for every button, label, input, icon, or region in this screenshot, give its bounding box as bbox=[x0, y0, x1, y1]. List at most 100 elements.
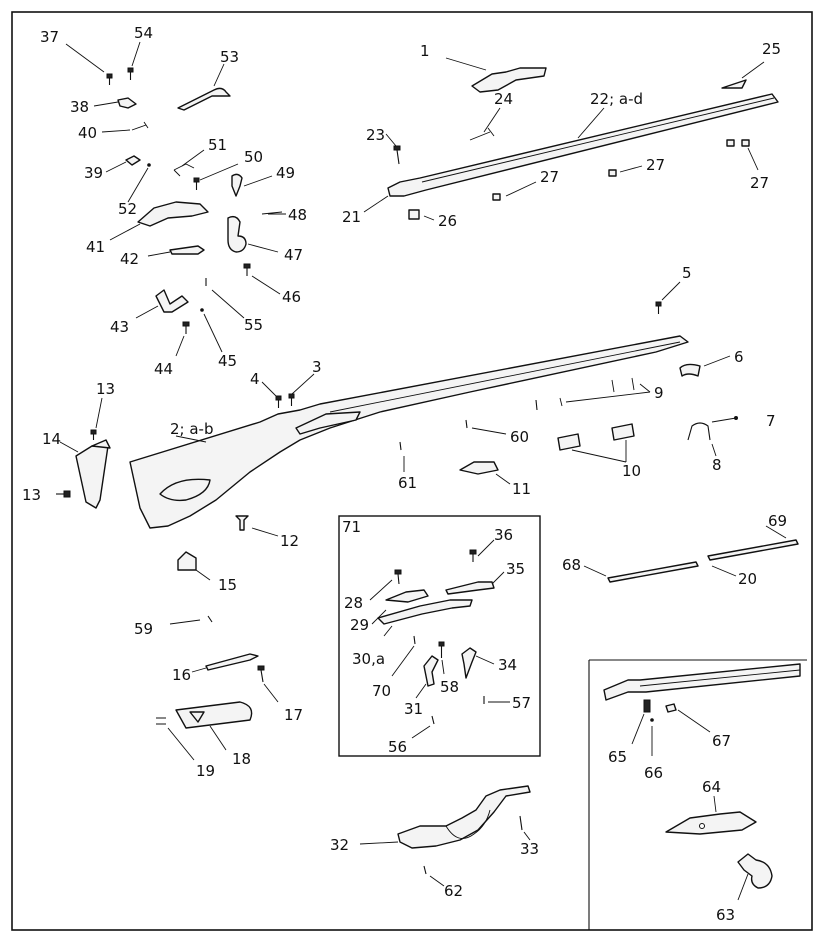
label-15: 15 bbox=[218, 576, 237, 594]
outer-frame bbox=[11, 11, 813, 931]
part-27-lug-d bbox=[741, 139, 750, 147]
screw-23 bbox=[393, 145, 401, 165]
part-2-stock bbox=[129, 335, 689, 529]
part-56-pin bbox=[431, 715, 435, 725]
label-11: 11 bbox=[512, 480, 531, 498]
part-number-labels: 37 54 53 38 40 39 51 50 49 52 48 41 42 4… bbox=[22, 24, 787, 924]
label-37: 37 bbox=[40, 28, 59, 46]
label-1: 1 bbox=[420, 42, 430, 60]
label-20: 20 bbox=[738, 570, 757, 588]
part-41-lockplate bbox=[137, 201, 209, 227]
label-64: 64 bbox=[702, 778, 721, 796]
label-40: 40 bbox=[78, 124, 97, 142]
screw-46 bbox=[243, 263, 251, 276]
label-50: 50 bbox=[244, 148, 263, 166]
part-33-pin bbox=[519, 815, 523, 831]
inset-box-detail bbox=[588, 659, 807, 930]
label-39: 39 bbox=[84, 164, 103, 182]
screw-17 bbox=[257, 665, 265, 683]
part-60-pin bbox=[535, 399, 538, 411]
part-67-screw bbox=[665, 703, 677, 713]
part-16-ramrod-tip bbox=[205, 653, 259, 671]
label-56: 56 bbox=[388, 738, 407, 756]
part-34-trigger bbox=[461, 647, 477, 679]
part-38-bridle bbox=[117, 97, 137, 109]
label-52: 52 bbox=[118, 200, 137, 218]
part-27-lug-b bbox=[608, 169, 617, 177]
screw-44 bbox=[182, 321, 190, 334]
label-54: 54 bbox=[134, 24, 153, 42]
label-19: 19 bbox=[196, 762, 215, 780]
part-40-pin bbox=[131, 121, 149, 131]
label-48: 48 bbox=[288, 206, 307, 224]
label-34: 34 bbox=[498, 656, 517, 674]
label-23: 23 bbox=[366, 126, 385, 144]
label-5: 5 bbox=[682, 264, 692, 282]
part-48 bbox=[261, 211, 283, 215]
label-28: 28 bbox=[344, 594, 363, 612]
part-62-pin bbox=[423, 865, 427, 875]
label-2: 2; a-b bbox=[170, 420, 214, 438]
label-12: 12 bbox=[280, 532, 299, 550]
part-15-escutcheon bbox=[177, 551, 197, 571]
part-14-buttplate bbox=[75, 445, 109, 509]
label-55: 55 bbox=[244, 316, 263, 334]
part-63-hammer bbox=[737, 853, 773, 889]
label-27-c: 27 bbox=[750, 174, 769, 192]
label-47: 47 bbox=[284, 246, 303, 264]
stock-channel bbox=[329, 341, 681, 413]
label-29: 29 bbox=[350, 616, 369, 634]
label-63: 63 bbox=[716, 906, 735, 924]
part-19-nails bbox=[156, 717, 166, 725]
label-43: 43 bbox=[110, 318, 129, 336]
leader-lines-lock bbox=[65, 41, 286, 357]
part-42-spring bbox=[169, 245, 205, 255]
screw-58 bbox=[438, 641, 445, 658]
label-51: 51 bbox=[208, 136, 227, 154]
barrel-rib bbox=[421, 97, 775, 183]
part-27-lug-a bbox=[492, 193, 501, 201]
detail-barrel-breech bbox=[603, 663, 801, 701]
label-8: 8 bbox=[712, 456, 722, 474]
screw-28 bbox=[394, 569, 402, 585]
label-13-top: 13 bbox=[96, 380, 115, 398]
part-7-pin bbox=[711, 417, 737, 423]
label-13-side: 13 bbox=[22, 486, 41, 504]
part-66 bbox=[650, 718, 654, 722]
part-53-spring bbox=[177, 87, 231, 111]
label-35: 35 bbox=[506, 560, 525, 578]
part-30-guard bbox=[377, 599, 473, 625]
label-32: 32 bbox=[330, 836, 349, 854]
part-27-lug-c bbox=[726, 139, 735, 147]
part-1-lockplate bbox=[471, 67, 547, 93]
part-35-spring bbox=[445, 581, 495, 595]
label-67: 67 bbox=[712, 732, 731, 750]
label-49: 49 bbox=[276, 164, 295, 182]
part-18-forend-cap bbox=[175, 701, 253, 729]
part-22-barrel bbox=[387, 93, 779, 197]
part-52 bbox=[147, 163, 151, 167]
screw-54 bbox=[127, 67, 134, 80]
label-14: 14 bbox=[42, 430, 61, 448]
label-57: 57 bbox=[512, 694, 531, 712]
label-6: 6 bbox=[734, 348, 744, 366]
screw-13-top bbox=[90, 429, 97, 440]
screw-4 bbox=[275, 395, 282, 408]
part-64-lockplate bbox=[665, 811, 757, 835]
part-51-spring bbox=[173, 163, 195, 177]
label-4: 4 bbox=[250, 370, 260, 388]
label-26: 26 bbox=[438, 212, 457, 230]
label-71: 71 bbox=[342, 518, 361, 536]
screw-13-side bbox=[56, 490, 71, 498]
part-59-pin bbox=[207, 615, 213, 623]
label-33: 33 bbox=[520, 840, 539, 858]
inset-box-71 bbox=[338, 515, 541, 757]
label-16: 16 bbox=[172, 666, 191, 684]
part-45 bbox=[200, 308, 204, 312]
label-27-b: 27 bbox=[646, 156, 665, 174]
label-53: 53 bbox=[220, 48, 239, 66]
part-29-plate bbox=[385, 589, 429, 603]
screw-50 bbox=[193, 177, 200, 190]
part-43-frizzen bbox=[155, 289, 189, 313]
